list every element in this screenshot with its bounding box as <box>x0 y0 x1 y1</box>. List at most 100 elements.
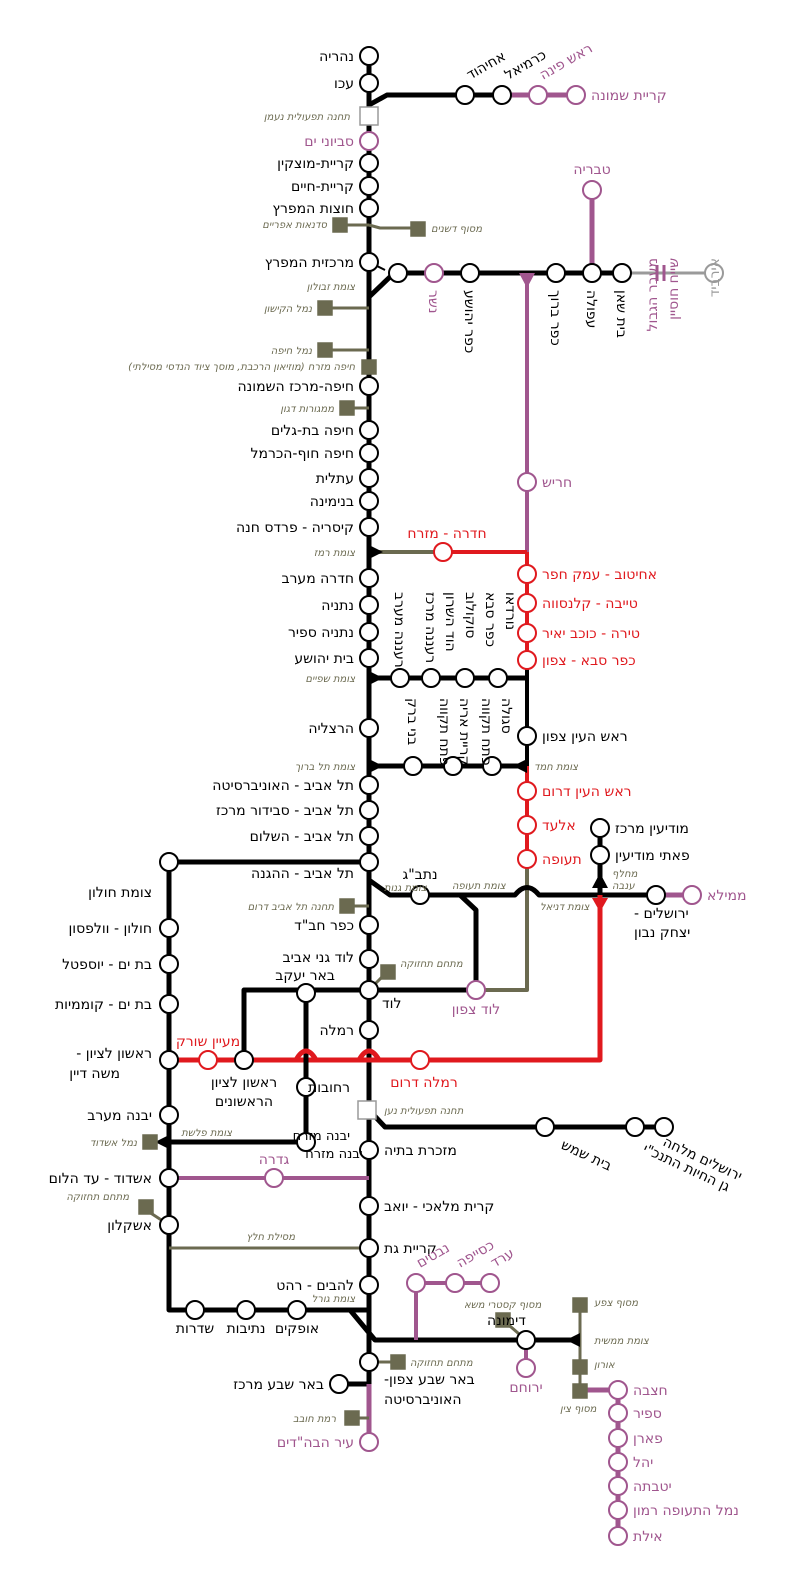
station-ashdod[interactable] <box>159 1168 179 1188</box>
station-holon-wolfson[interactable] <box>159 918 179 938</box>
station-kfar-baruch[interactable] <box>546 263 566 283</box>
station-netivot[interactable] <box>236 1300 256 1320</box>
station-savyonei-yam[interactable] <box>359 131 379 151</box>
station-beer-yaakov[interactable] <box>296 983 316 1003</box>
station-netanya-sapir[interactable] <box>359 622 379 642</box>
station-dimona[interactable] <box>516 1330 536 1350</box>
station-afula[interactable] <box>582 263 602 283</box>
station-kfar-saba-tzafon[interactable] <box>517 650 537 670</box>
station-kiryat-malachi[interactable] <box>359 1196 379 1216</box>
station-tlv-hashalom[interactable] <box>359 826 379 846</box>
station-jlm-malha-b[interactable] <box>654 1117 674 1137</box>
station-caesarea[interactable] <box>359 517 379 537</box>
station-rishon-moshe-dayan[interactable] <box>159 1050 179 1070</box>
station-jerusalem-navon[interactable] <box>646 885 666 905</box>
station-netanya[interactable] <box>359 595 379 615</box>
station-kfar-saba[interactable] <box>488 668 508 688</box>
station-lod-tzafon[interactable] <box>466 980 486 1000</box>
station-tzomet-holon[interactable] <box>159 852 179 872</box>
station-ramla-darom[interactable] <box>410 1050 430 1070</box>
station-tiberias[interactable] <box>582 180 602 200</box>
station-ir-habahadim[interactable] <box>359 1432 379 1452</box>
freight-dshanim[interactable] <box>410 221 426 237</box>
station-tlv-hahagana[interactable] <box>359 852 379 872</box>
station-raanana-center[interactable] <box>421 668 441 688</box>
station-rosh-haayin-tzafon[interactable] <box>517 726 537 746</box>
station-hod-hasharon[interactable] <box>455 668 475 688</box>
station-nesher[interactable] <box>424 263 444 283</box>
depot-naaman[interactable] <box>359 106 379 126</box>
station-beer-sheva-north[interactable] <box>359 1352 379 1372</box>
station-sapir[interactable] <box>608 1403 628 1423</box>
station-mamila[interactable] <box>682 885 702 905</box>
station-ahituv[interactable] <box>517 564 537 584</box>
station-mazkeret-batya[interactable] <box>359 1140 379 1160</box>
station-arad[interactable] <box>480 1273 500 1293</box>
freight-oron[interactable] <box>572 1359 588 1375</box>
station-ofakim[interactable] <box>287 1300 307 1320</box>
station-kiryat-shmona[interactable] <box>566 85 586 105</box>
station-kiryat-motzkin[interactable] <box>359 153 379 173</box>
station-kseife[interactable] <box>445 1273 465 1293</box>
station-lod-ganei-aviv[interactable] <box>359 949 379 969</box>
station-herzliya[interactable] <box>359 718 379 738</box>
freight-ashdod-port[interactable] <box>142 1134 158 1150</box>
station-hutzot[interactable] <box>359 198 379 218</box>
freight-kishon[interactable] <box>317 300 333 316</box>
station-beit-shean[interactable] <box>612 263 632 283</box>
freight-tzin[interactable] <box>572 1383 588 1399</box>
station-pt-kiryat-arye[interactable] <box>443 756 463 776</box>
station-rishon-rishonim[interactable] <box>234 1050 254 1070</box>
station-natbag[interactable] <box>410 885 430 905</box>
station-beer-sheva-center[interactable] <box>329 1374 349 1394</box>
station-yahel[interactable] <box>608 1452 628 1472</box>
station-paran[interactable] <box>608 1428 628 1448</box>
freight-ramat-hovav[interactable] <box>344 1410 360 1426</box>
station-eilat[interactable] <box>608 1526 628 1546</box>
station-beit-shemesh[interactable] <box>535 1117 555 1137</box>
station-modiin-merkaz[interactable] <box>590 818 610 838</box>
station-bnei-brak[interactable] <box>403 756 423 776</box>
station-teufa[interactable] <box>517 849 537 869</box>
station-akko[interactable] <box>359 73 379 93</box>
station-karmiel[interactable] <box>492 85 512 105</box>
station-gedera[interactable] <box>264 1168 284 1188</box>
station-pt-segula[interactable] <box>482 756 502 776</box>
freight-kastri[interactable] <box>495 1312 511 1328</box>
station-hatzeva[interactable] <box>608 1380 628 1400</box>
station-hadera-mizrah[interactable] <box>433 542 453 562</box>
station-pasei-modiin[interactable] <box>590 845 610 865</box>
station-jlm-malha-a[interactable] <box>625 1117 645 1137</box>
station-ramon[interactable] <box>608 1500 628 1520</box>
station-nevatim[interactable] <box>406 1273 426 1293</box>
station-elad[interactable] <box>517 815 537 835</box>
freight-lod-maint[interactable] <box>380 964 396 980</box>
station-tayibe[interactable] <box>517 593 537 613</box>
station-haifa-merkaz[interactable] <box>359 376 379 396</box>
station-binyamina[interactable] <box>359 491 379 511</box>
freight-tlv-south[interactable] <box>339 898 355 914</box>
station-bat-yam-yoseftal[interactable] <box>159 954 179 974</box>
freight-tzefa[interactable] <box>572 1297 588 1313</box>
freight-ashkelon-maint[interactable] <box>138 1199 154 1215</box>
station-lehavim[interactable] <box>359 1275 379 1295</box>
station-tira[interactable] <box>517 623 537 643</box>
station-lod[interactable] <box>359 980 379 1000</box>
station-yotvata[interactable] <box>608 1476 628 1496</box>
station-atlit[interactable] <box>359 468 379 488</box>
station-bat-yam-komemiyut[interactable] <box>159 994 179 1014</box>
station-ahihud[interactable] <box>455 85 475 105</box>
station-nahariya[interactable] <box>359 46 379 66</box>
station-kiryat-gat[interactable] <box>359 1238 379 1258</box>
freight-bs-maint[interactable] <box>390 1354 406 1370</box>
freight-haifa-mizrah[interactable] <box>361 359 377 375</box>
station-bat-galim[interactable] <box>359 420 379 440</box>
station-rosh-haayin-darom[interactable] <box>517 781 537 801</box>
station-rehovot[interactable] <box>296 1077 316 1097</box>
station-yavne-maarav[interactable] <box>159 1105 179 1125</box>
station-kfar-habad[interactable] <box>359 915 379 935</box>
station-merkazit[interactable] <box>359 252 379 272</box>
freight-haifa-port[interactable] <box>317 342 333 358</box>
station-sderot[interactable] <box>185 1300 205 1320</box>
freight-dagon[interactable] <box>339 400 355 416</box>
